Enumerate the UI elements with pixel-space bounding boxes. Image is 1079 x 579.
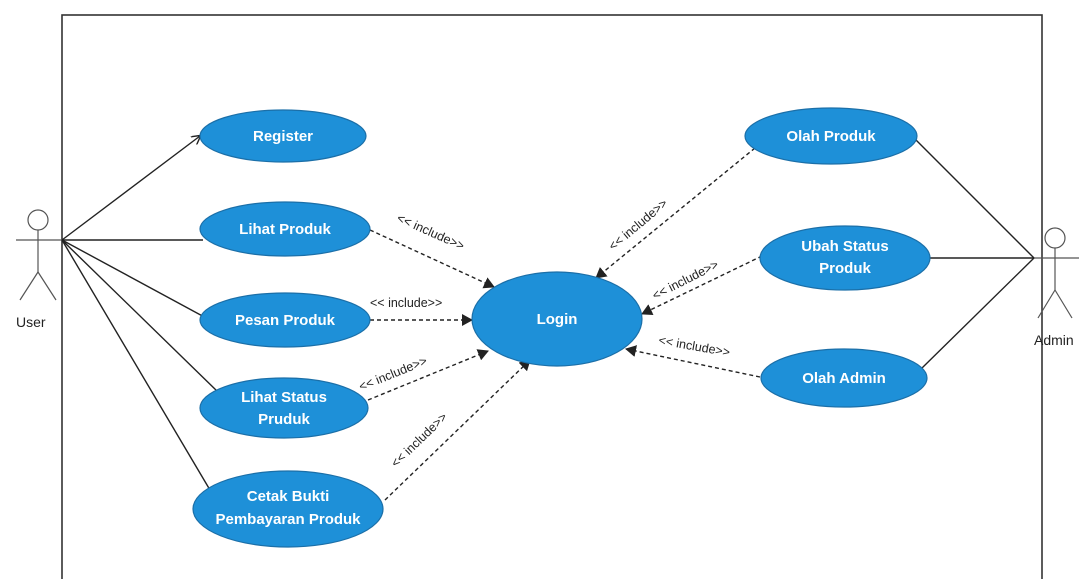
include-lihat-status-login <box>367 349 489 401</box>
usecase-olah-produk[interactable]: Olah Produk <box>744 107 918 165</box>
usecase-ubah-status-shape <box>759 225 931 291</box>
usecase-pesan-produk-label: Pesan Produk <box>235 312 336 329</box>
include-cetak-bukti-login <box>384 359 531 501</box>
usecase-cetak-bukti-shape <box>192 470 384 548</box>
include-label-lihat-status: << include>> <box>357 354 429 394</box>
usecase-pesan-produk-shape <box>199 292 371 348</box>
assoc-user-register <box>61 136 200 241</box>
include-label-olah-admin: << include>> <box>657 333 731 359</box>
usecase-login-label: Login <box>537 311 578 328</box>
usecase-lihat-produk-label: Lihat Produk <box>239 221 331 238</box>
usecase-lihat-status-label-1: Lihat Status <box>241 389 327 406</box>
assoc-user-pesan-produk <box>61 239 209 320</box>
usecase-login-shape <box>471 271 643 367</box>
usecase-register-label: Register <box>253 128 313 145</box>
usecase-ubah-status[interactable]: Ubah Status Produk <box>759 225 931 291</box>
assoc-user-lihat-status <box>61 239 219 393</box>
usecase-register-shape <box>199 109 367 163</box>
usecase-ubah-status-label-2: Produk <box>819 260 871 277</box>
usecase-register[interactable]: Register <box>199 109 367 163</box>
usecase-lihat-produk[interactable]: Lihat Produk <box>199 201 371 257</box>
usecase-pesan-produk[interactable]: Pesan Produk <box>199 292 371 348</box>
user-associations <box>61 136 219 491</box>
usecase-cetak-bukti[interactable]: Cetak Bukti Pembayaran Produk <box>192 470 384 548</box>
actor-admin-head <box>1044 227 1066 249</box>
include-olah-admin-login <box>625 345 761 378</box>
include-label-ubah-status: << include>> <box>650 257 721 302</box>
actor-user-leg-left <box>19 271 39 301</box>
actor-user-label: User <box>16 314 46 330</box>
include-label-pesan-produk: << include>> <box>370 296 442 310</box>
usecase-login[interactable]: Login <box>471 271 643 367</box>
assoc-admin-olah-produk <box>911 135 1035 259</box>
admin-associations <box>911 135 1035 369</box>
usecase-lihat-status-shape <box>199 377 369 439</box>
usecase-ubah-status-label-1: Ubah Status <box>801 238 889 255</box>
usecase-olah-admin-shape <box>760 348 928 408</box>
system-boundary <box>61 14 1043 579</box>
actor-admin-leg-right <box>1054 289 1073 319</box>
actor-admin[interactable]: Admin <box>1034 227 1079 348</box>
usecase-lihat-status-label-2: Pruduk <box>258 411 310 428</box>
assoc-user-cetak-bukti <box>61 239 211 491</box>
include-label-cetak-bukti: << include>> <box>388 410 450 470</box>
include-olah-produk-login <box>595 147 756 279</box>
usecase-olah-admin-label: Olah Admin <box>802 370 886 387</box>
actor-user-head <box>27 209 49 231</box>
usecase-olah-produk-label: Olah Produk <box>786 128 876 145</box>
include-ubah-status-login <box>641 255 763 316</box>
actor-user-leg-right <box>37 271 57 301</box>
usecase-lihat-status[interactable]: Lihat Status Pruduk <box>199 377 369 439</box>
actor-admin-label: Admin <box>1034 332 1074 348</box>
actor-admin-leg-left <box>1037 289 1056 319</box>
include-lihat-produk-login <box>369 229 495 289</box>
actor-user[interactable]: User <box>16 209 62 330</box>
usecase-olah-produk-shape <box>744 107 918 165</box>
usecase-cetak-bukti-label-1: Cetak Bukti <box>247 488 330 505</box>
usecase-cetak-bukti-label-2: Pembayaran Produk <box>215 511 361 528</box>
include-label-lihat-produk: << include>> <box>395 211 467 253</box>
usecase-lihat-produk-shape <box>199 201 371 257</box>
usecase-olah-admin[interactable]: Olah Admin <box>760 348 928 408</box>
assoc-admin-olah-admin <box>921 257 1035 369</box>
include-dependencies <box>367 147 763 501</box>
